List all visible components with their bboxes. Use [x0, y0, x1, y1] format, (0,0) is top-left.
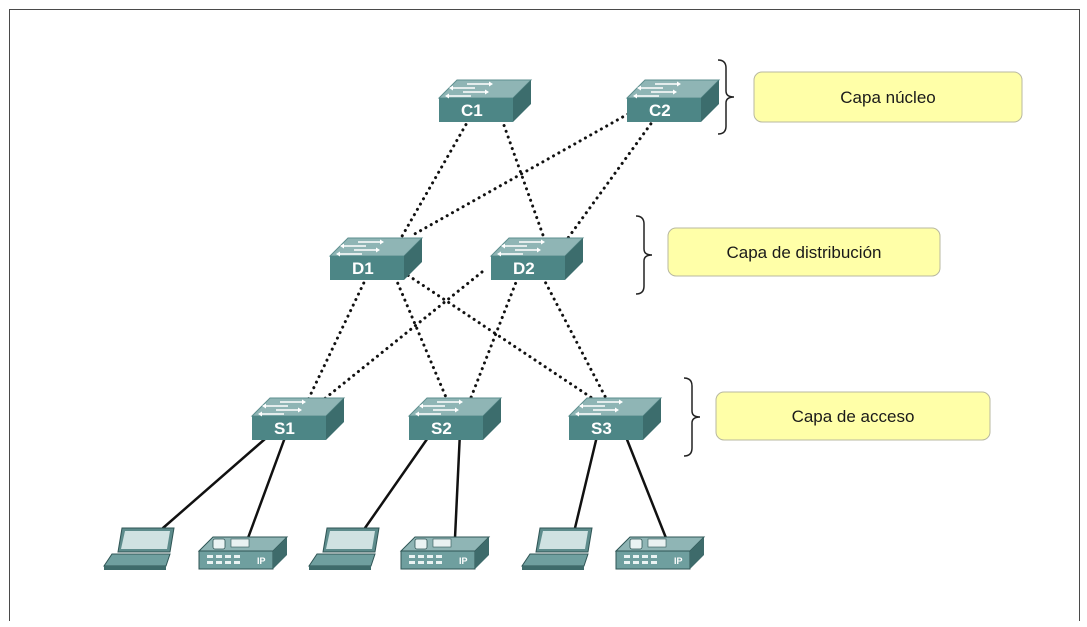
links-layer	[161, 112, 668, 540]
link-s1-laptop-1	[161, 430, 275, 530]
switch-c1[interactable]: C1	[437, 79, 533, 122]
switch-arrows-icon	[575, 399, 623, 417]
switch-label: C1	[461, 101, 483, 120]
ip-phone-1[interactable]: IP	[197, 536, 289, 570]
switch-label: D2	[513, 259, 535, 278]
link-d1-s1	[305, 270, 371, 404]
switch-s1[interactable]: S1	[250, 397, 346, 440]
layer-label: Capa núcleo	[840, 88, 935, 107]
switch-side-face	[326, 398, 344, 440]
switch-side-face	[565, 238, 583, 280]
layer-core: Capa núcleo	[717, 59, 1023, 135]
link-s3-laptop-3	[573, 430, 600, 530]
layer-label: Capa de distribución	[727, 243, 882, 262]
bracket-icon	[683, 377, 701, 457]
link-c1-d1	[399, 112, 474, 240]
switch-front-face	[330, 256, 404, 280]
layer-distribution: Capa de distribución	[635, 215, 941, 295]
laptop-icon	[308, 527, 380, 570]
switch-arrows-icon	[445, 81, 493, 99]
link-d1-s3	[401, 270, 594, 400]
laptop-icon	[521, 527, 593, 570]
switch-front-face	[409, 416, 483, 440]
diagram-frame	[9, 9, 1080, 621]
switch-front-face	[569, 416, 643, 440]
switch-side-face	[643, 398, 661, 440]
switch-front-face	[491, 256, 565, 280]
switch-s3[interactable]: S3	[567, 397, 663, 440]
switch-arrows-icon	[336, 239, 384, 257]
switch-side-face	[404, 238, 422, 280]
ip-phone-2[interactable]: IP	[399, 536, 491, 570]
switch-front-face	[252, 416, 326, 440]
bracket-icon	[717, 59, 735, 135]
link-d2-s1	[321, 270, 484, 402]
end-devices-layer: IP IP IP	[103, 527, 706, 570]
switch-s2[interactable]: S2	[407, 397, 503, 440]
link-s1-ip-phone-1	[246, 430, 289, 540]
layer-label-box	[715, 391, 991, 441]
layer-label-box	[753, 71, 1023, 123]
laptop-icon	[103, 527, 175, 570]
switch-side-face	[701, 80, 719, 122]
ip-phone-icon	[399, 536, 491, 570]
switch-arrows-icon	[497, 239, 545, 257]
ip-badge: IP	[674, 556, 683, 566]
layer-label-box	[667, 227, 941, 277]
bracket-icon	[635, 215, 653, 295]
switch-side-face	[483, 398, 501, 440]
switch-d2[interactable]: D2	[489, 237, 585, 280]
switch-label: C2	[649, 101, 671, 120]
switch-c2[interactable]: C2	[625, 79, 721, 122]
switch-arrows-icon	[258, 399, 306, 417]
link-d2-s2	[468, 270, 522, 402]
ip-phone-icon	[197, 536, 289, 570]
switch-arrows-icon	[633, 81, 681, 99]
link-c2-d2	[566, 112, 660, 240]
switch-label: D1	[352, 259, 374, 278]
link-d1-s2	[391, 270, 450, 404]
ip-badge: IP	[257, 556, 266, 566]
switch-label: S2	[431, 419, 452, 438]
layer-access: Capa de acceso	[683, 377, 991, 457]
switch-side-face	[513, 80, 531, 122]
link-c2-d1	[409, 112, 630, 238]
link-s2-laptop-2	[363, 430, 434, 530]
laptop-1[interactable]	[103, 527, 175, 570]
laptop-2[interactable]	[308, 527, 380, 570]
switch-front-face	[439, 98, 513, 122]
link-s3-ip-phone-3	[622, 430, 668, 540]
link-s2-ip-phone-2	[453, 430, 462, 540]
switch-label: S3	[591, 419, 612, 438]
switch-arrows-icon	[415, 399, 463, 417]
ip-phone-3[interactable]: IP	[614, 536, 706, 570]
layer-label: Capa de acceso	[792, 407, 915, 426]
switch-label: S1	[274, 419, 295, 438]
link-d2-s3	[538, 270, 610, 404]
switch-front-face	[627, 98, 701, 122]
switch-d1[interactable]: D1	[328, 237, 424, 280]
ip-badge: IP	[459, 556, 468, 566]
laptop-3[interactable]	[521, 527, 593, 570]
ip-phone-icon	[614, 536, 706, 570]
link-c1-d2	[498, 112, 546, 240]
